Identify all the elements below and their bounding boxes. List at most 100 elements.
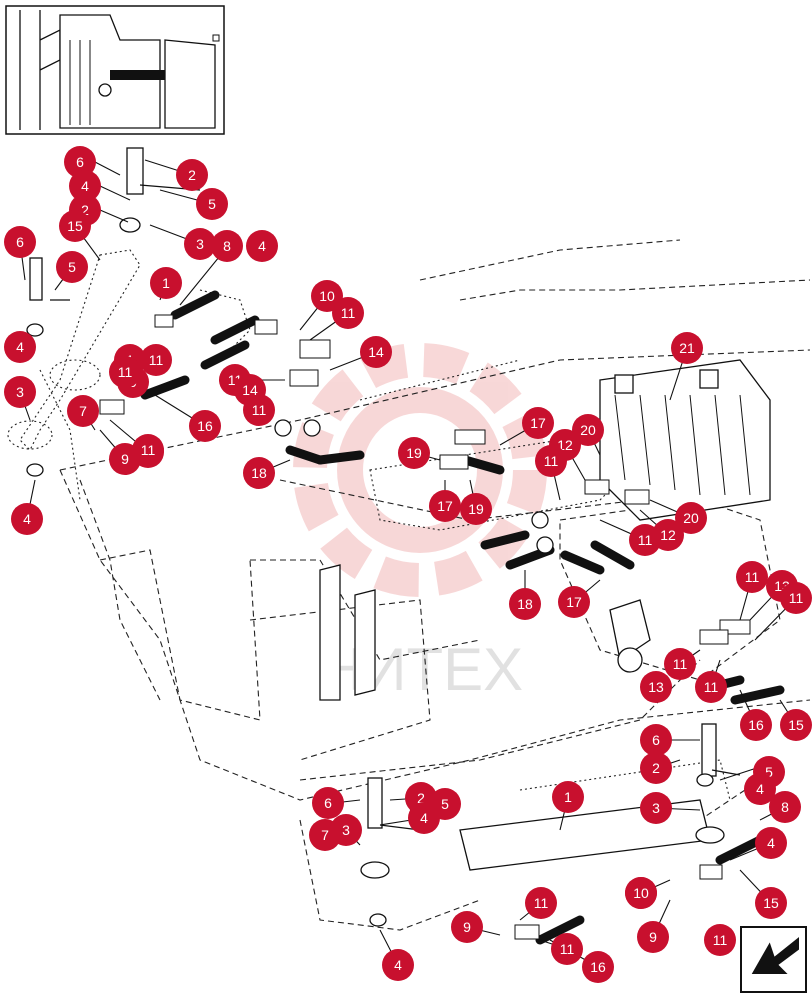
callout-number: 4 — [756, 781, 764, 797]
callout-number: 18 — [251, 465, 267, 481]
watermark-text: НИТЕХ — [320, 636, 523, 703]
callout-number: 16 — [748, 717, 764, 733]
callout-circle — [196, 188, 228, 220]
callout-number: 11 — [534, 895, 549, 911]
callout-number: 3 — [342, 822, 350, 838]
callout-number: 19 — [406, 445, 422, 461]
callout-circle — [744, 773, 776, 805]
callout-number: 6 — [16, 234, 24, 250]
callout-circle — [56, 251, 88, 283]
callout-number: 3 — [16, 384, 24, 400]
callout-badge: 3 — [4, 376, 36, 408]
callout-badge: 5 — [56, 251, 88, 283]
arrow-down-left-icon — [748, 932, 801, 976]
callout-number: 2 — [652, 760, 660, 776]
callout-number: 4 — [394, 957, 402, 973]
callout-badge: 8 — [769, 791, 801, 823]
callout-circle — [176, 159, 208, 191]
callout-badge: 11 — [695, 671, 727, 703]
callout-circle — [360, 336, 392, 368]
callout-number: 4 — [23, 511, 31, 527]
callout-number: 11 — [341, 305, 356, 321]
callout-circle — [4, 376, 36, 408]
callout-number: 18 — [517, 596, 533, 612]
callout-badge: 15 — [780, 709, 812, 741]
callout-circle — [525, 887, 557, 919]
callout-number: 2 — [81, 202, 89, 218]
callout-badge: 11 — [736, 561, 768, 593]
callout-number: 17 — [530, 415, 546, 431]
callout-circle — [132, 434, 164, 466]
callout-number: 16 — [590, 959, 606, 975]
callout-number: 11 — [713, 932, 728, 948]
callout-badge: 4 — [11, 503, 43, 535]
callout-number: 7 — [79, 403, 87, 419]
callout-badge: 11 — [664, 648, 696, 680]
callout-circle — [64, 146, 96, 178]
callout-badge: 1 — [552, 781, 584, 813]
callout-badge: 15 — [755, 887, 787, 919]
callout-badge: 18 — [509, 588, 541, 620]
callout-number: 6 — [652, 732, 660, 748]
callout-number: 4 — [420, 810, 428, 826]
callout-number: 14 — [368, 344, 384, 360]
callout-badge: 20 — [572, 414, 604, 446]
callout-badge: 4 — [744, 773, 776, 805]
callout-circle — [755, 887, 787, 919]
callout-circle — [184, 228, 216, 260]
callout-number: 17 — [566, 594, 582, 610]
callout-circle — [59, 210, 91, 242]
callout-number: 1 — [162, 275, 170, 291]
callout-number: 11 — [704, 679, 719, 695]
callout-circle — [69, 170, 101, 202]
callout-badge: 4 — [755, 827, 787, 859]
callout-badge: 11 — [535, 445, 567, 477]
callout-number: 11 — [745, 569, 760, 585]
callout-badge: 2 — [640, 752, 672, 784]
callout-number: 11 — [673, 656, 688, 672]
callout-badge: 5 — [196, 188, 228, 220]
callout-badge: 20 — [675, 502, 707, 534]
callout-badge: 10 — [625, 877, 657, 909]
callout-badge: 16 — [189, 410, 221, 442]
callout-circle — [769, 791, 801, 823]
callout-circle — [780, 582, 812, 614]
callout-badge: 16 — [582, 951, 614, 983]
callout-circle — [332, 297, 364, 329]
callout-number: 21 — [679, 340, 695, 356]
callout-badge: 11 — [704, 924, 736, 956]
callout-number: 20 — [683, 510, 699, 526]
callout-circle — [312, 787, 344, 819]
callout-circle — [4, 331, 36, 363]
callout-circle — [189, 410, 221, 442]
pins — [29, 147, 741, 831]
callout-circle — [429, 490, 461, 522]
callout-number: 6 — [324, 795, 332, 811]
callout-circle — [552, 781, 584, 813]
callout-badge: 6 — [4, 226, 36, 258]
callout-number: 11 — [560, 941, 575, 957]
callout-number: 5 — [765, 764, 773, 780]
callout-badge: 17 — [429, 490, 461, 522]
callout-circle — [640, 752, 672, 784]
callout-circle — [755, 827, 787, 859]
callout-badge: 9 — [637, 921, 669, 953]
callout-number: 5 — [68, 259, 76, 275]
callout-circle — [234, 374, 266, 406]
callout-badge: 6 — [312, 787, 344, 819]
callout-number: 4 — [81, 178, 89, 194]
callout-circle — [640, 792, 672, 824]
callout-badge: 11 — [525, 887, 557, 919]
callout-badges: 6245238415165101114431911111114111171691… — [4, 146, 812, 983]
nav-arrow-box[interactable] — [740, 926, 807, 993]
callout-circle — [640, 671, 672, 703]
callout-badge: 3 — [640, 792, 672, 824]
callout-number: 9 — [463, 919, 471, 935]
callout-badge: 4 — [69, 170, 101, 202]
callout-circle — [780, 709, 812, 741]
callout-circle — [535, 445, 567, 477]
callout-circle — [408, 802, 440, 834]
callout-number: 1 — [564, 789, 572, 805]
callout-number: 11 — [789, 590, 804, 606]
